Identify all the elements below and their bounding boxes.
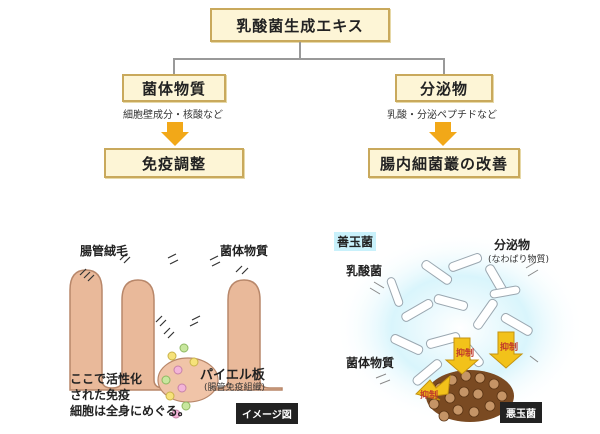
connector-horizontal: [173, 58, 445, 60]
good-bacteria-label: 善玉菌: [334, 232, 377, 251]
connector-right: [443, 58, 445, 74]
right-title-box: 分泌物: [395, 74, 493, 102]
note-line-3: 細胞は全身にめぐる。: [70, 404, 190, 418]
left-title-label: 菌体物質: [141, 79, 206, 98]
arrow-down-right: [429, 122, 457, 146]
lactic-label: 乳酸菌: [346, 264, 383, 278]
suppress-arrow-1: [444, 337, 480, 375]
suppress-label-3: 抑制: [420, 391, 439, 401]
left-result-label: 免疫調整: [141, 154, 206, 173]
good-bacteria-glow: [335, 233, 585, 423]
left-cell-label: 菌体物質: [220, 244, 269, 258]
villi-label: 腸管絨毛: [80, 244, 129, 258]
top-box: 乳酸菌生成エキス: [210, 8, 390, 42]
left-title-box: 菌体物質: [122, 74, 226, 102]
suppress-arrow-2: [488, 331, 524, 369]
image-tag: イメージ図: [236, 403, 298, 424]
secretion-sub: (なわばり物質): [488, 255, 550, 265]
secretion-label: 分泌物: [494, 238, 531, 252]
suppress-arrow-3: [415, 374, 451, 401]
suppress-label-2: 抑制: [500, 343, 519, 353]
right-result-label: 腸内細菌叢の改善: [379, 154, 508, 173]
connector-vertical: [299, 42, 301, 59]
bad-bacteria-tag: 悪玉菌: [500, 402, 542, 423]
left-result-box: 免疫調整: [104, 148, 244, 178]
peyer-label: パイエル板: [200, 368, 265, 383]
right-title-label: 分泌物: [419, 79, 468, 98]
right-result-box: 腸内細菌叢の改善: [368, 148, 520, 178]
villi-shape: [69, 269, 283, 391]
right-desc: 乳酸・分泌ペプチドなど: [387, 110, 497, 121]
peyer-sub: (腸管免疫組織): [204, 383, 266, 393]
villi-illustration: [69, 253, 283, 419]
arrow-down-left: [161, 122, 189, 146]
connector-left: [173, 58, 175, 74]
note-line-1: ここで活性化: [70, 372, 143, 386]
left-desc: 細胞壁成分・核酸など: [123, 110, 223, 121]
suppress-label-1: 抑制: [456, 349, 475, 359]
top-box-label: 乳酸菌生成エキス: [236, 16, 364, 35]
right-cell-label: 菌体物質: [346, 356, 395, 370]
note-line-2: された免疫: [70, 388, 131, 402]
